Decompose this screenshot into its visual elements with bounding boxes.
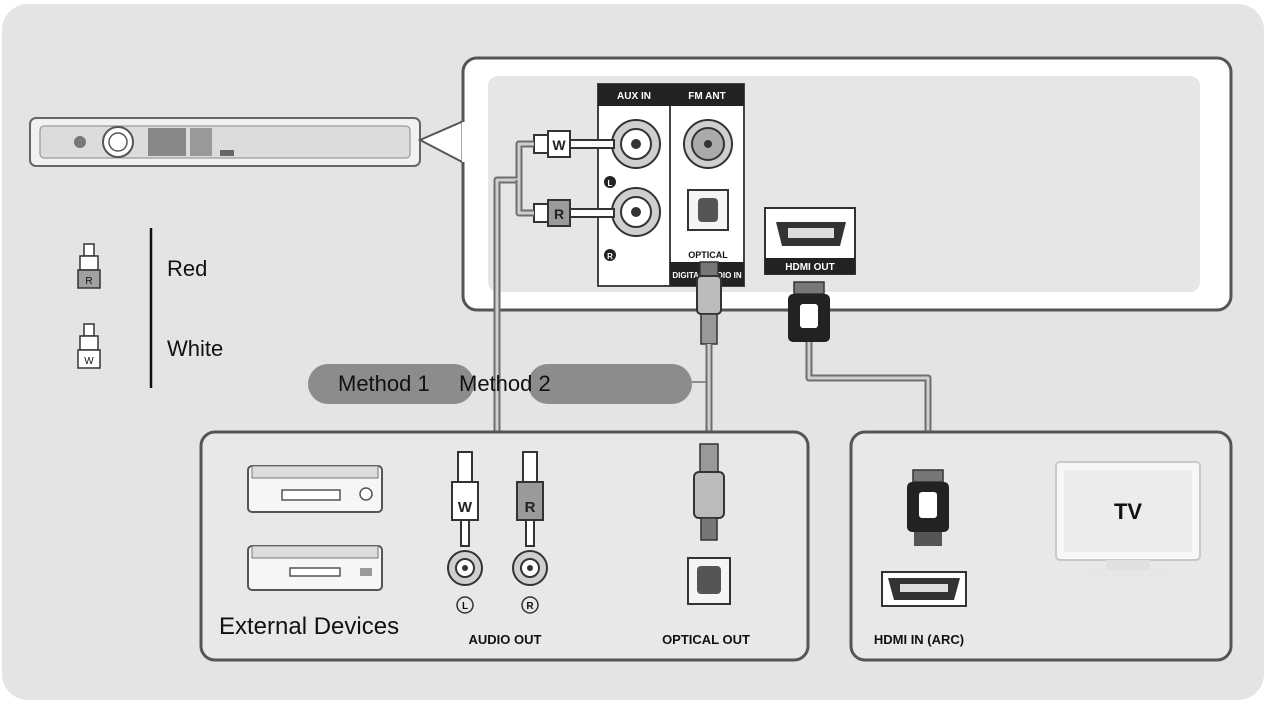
aux-in-label: AUX IN <box>617 91 651 102</box>
legend-white-plug-icon <box>77 323 101 369</box>
method1-label: Method 1 <box>338 371 430 396</box>
legend-white-label: White <box>167 336 223 361</box>
hdmi-out-label: HDMI OUT <box>785 262 834 273</box>
rca-plug-white-top <box>533 130 615 158</box>
optical-plug-bottom <box>693 443 725 541</box>
optical-out-label: OPTICAL OUT <box>662 632 750 647</box>
tv-label: TV <box>1114 499 1142 524</box>
legend-white-plug-letter: W <box>84 356 94 367</box>
soundbar-plug-r-letter: R <box>554 206 564 222</box>
external-devices-title: External Devices <box>219 613 399 640</box>
audio-out-right-mark: R <box>526 601 534 612</box>
soundbar-plug-w-letter: W <box>552 137 566 153</box>
legend-red-plug-letter: R <box>85 276 92 287</box>
hdmi-plug-bottom <box>907 469 949 546</box>
rca-plug-red-top <box>533 199 615 227</box>
method1-pill <box>308 364 474 404</box>
aux-left-mark: L <box>608 179 613 188</box>
optical-out-port <box>687 557 731 605</box>
hdmi-in-label: HDMI IN (ARC) <box>874 632 964 647</box>
set-top-box-icon <box>247 545 383 591</box>
aux-right-mark: R <box>607 252 613 261</box>
legend-red-label: Red <box>167 256 207 281</box>
legend-red-plug-icon <box>77 243 101 289</box>
tv-icon <box>1055 461 1201 576</box>
method2-label: Method 2 <box>459 371 551 396</box>
rca-plug-white-bottom <box>451 451 479 547</box>
bottom-plug-r-letter: R <box>525 499 536 516</box>
soundbar-rear-panel <box>461 56 1233 312</box>
audio-out-label: AUDIO OUT <box>469 632 542 647</box>
rca-plug-red-bottom <box>516 451 544 547</box>
bottom-plug-w-letter: W <box>458 499 473 516</box>
hdmi-plug-top <box>788 281 830 342</box>
audio-out-left-mark: L <box>462 601 468 612</box>
audio-out-jacks <box>447 550 548 614</box>
dvd-player-icon <box>247 465 383 513</box>
optical-plug-top <box>696 261 722 345</box>
soundbar-device-illustration <box>29 117 467 167</box>
method2-pill <box>528 364 692 404</box>
optical-label: OPTICAL <box>688 250 728 260</box>
hdmi-in-port <box>881 571 967 607</box>
fm-ant-label: FM ANT <box>688 91 725 102</box>
